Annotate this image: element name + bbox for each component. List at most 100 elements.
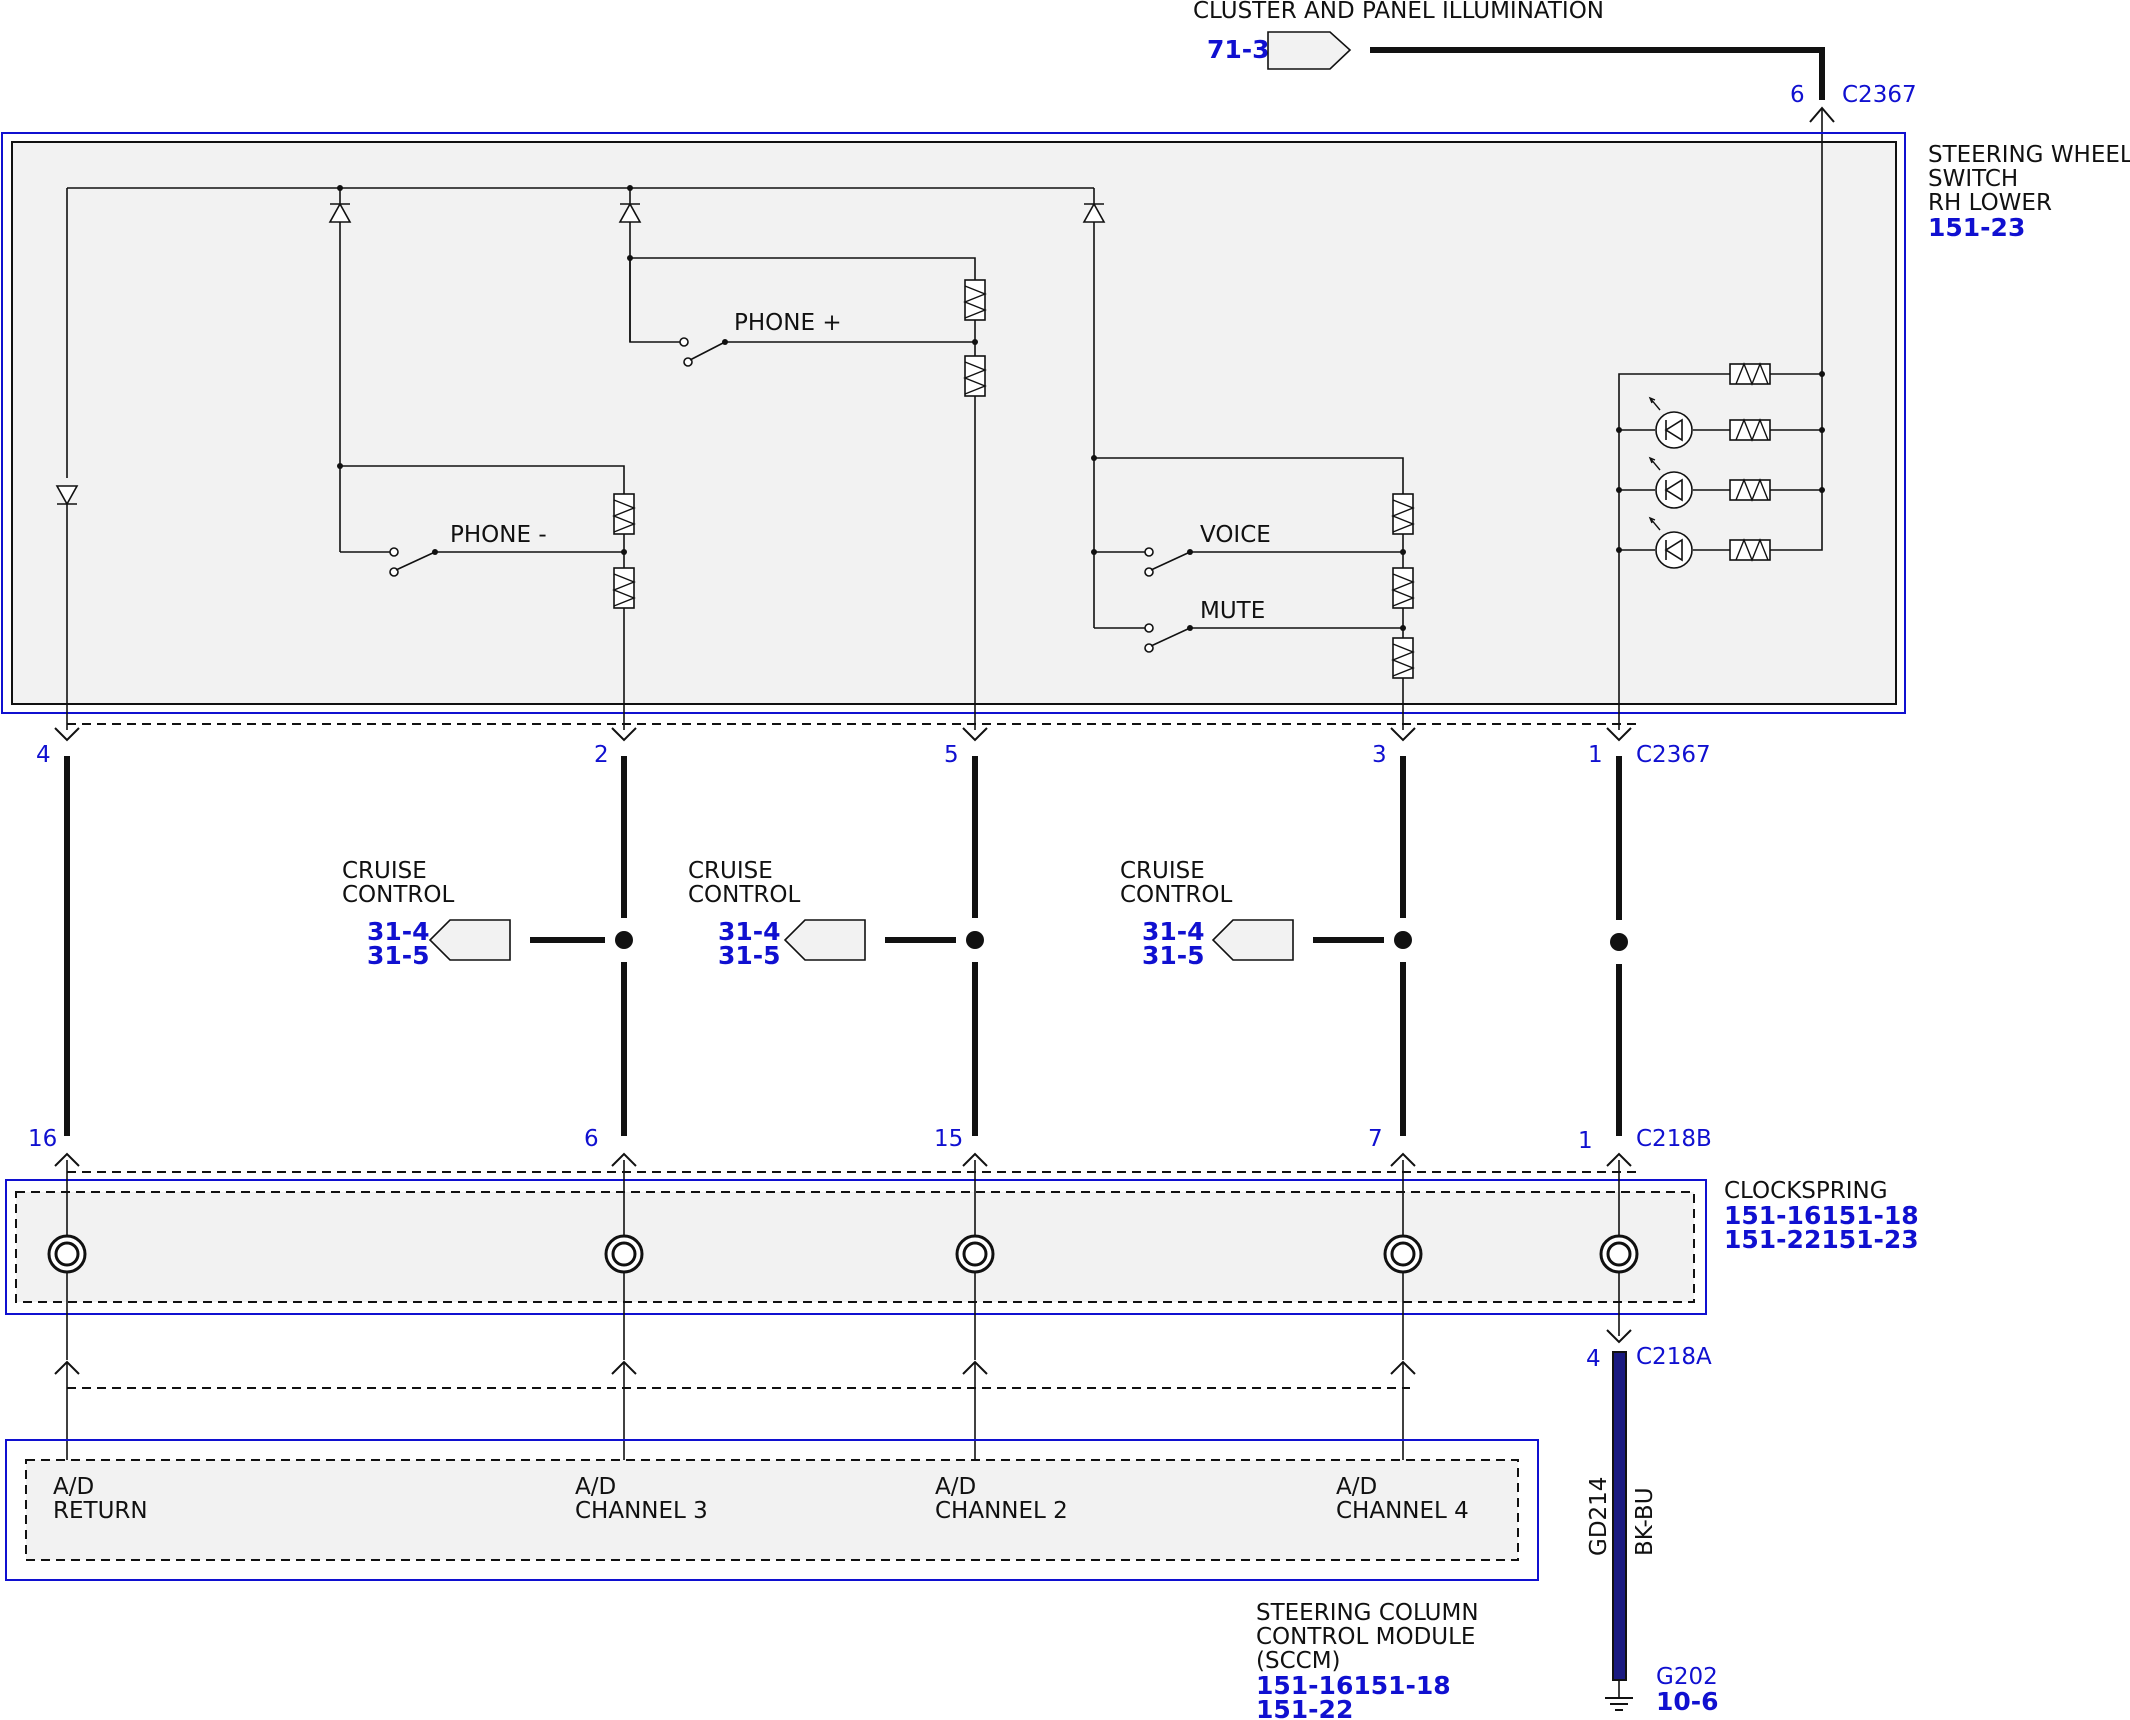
c218b-pin-6: 6: [584, 1126, 599, 1152]
c218b-name: C218B: [1636, 1126, 1712, 1152]
led-3-icon: [1616, 516, 1771, 569]
svg-text:CONTROL: CONTROL: [1120, 882, 1233, 908]
resistor-voice-2-icon: [1391, 567, 1415, 609]
ground-name: G202: [1656, 1664, 1718, 1690]
voice-switch[interactable]: [1144, 547, 1403, 577]
sccm-title-line1: STEERING COLUMN: [1256, 1600, 1479, 1626]
svg-text:31-4: 31-4: [718, 917, 781, 946]
switch-module-ref[interactable]: 151-23: [1928, 213, 2025, 242]
resistor-phone-minus-1-icon: [612, 493, 636, 535]
svg-text:31-5: 31-5: [1142, 941, 1205, 970]
sccm-ref-2[interactable]: 151-22: [1256, 1695, 1353, 1720]
sccm-frame: [5, 1439, 1539, 1581]
svg-text:CONTROL: CONTROL: [688, 882, 801, 908]
phone-minus-switch[interactable]: [389, 547, 624, 577]
mute-switch[interactable]: [1144, 623, 1403, 653]
resistor-phone-plus-2-icon: [963, 355, 987, 397]
phone-plus-label: PHONE +: [734, 310, 842, 336]
sccm-ref-1[interactable]: 151-16151-18: [1256, 1671, 1451, 1700]
clockspring-coils-icon: [47, 1160, 1639, 1360]
c2367-pin-5: 5: [944, 742, 959, 768]
ground-wire-circuit: GD214: [1586, 1477, 1612, 1556]
sccm-pin-ch2-line1: A/D: [935, 1474, 976, 1500]
c218a-name: C218A: [1636, 1344, 1712, 1370]
clockspring-title: CLOCKSPRING: [1724, 1178, 1888, 1204]
c2367-pin-symbols: [54, 727, 1632, 741]
c218b-pin-15: 15: [934, 1126, 963, 1152]
cruise-ref-2[interactable]: CRUISE CONTROL 31-4 31-5: [688, 858, 956, 970]
mute-label: MUTE: [1200, 598, 1265, 624]
phone-plus-switch[interactable]: [679, 337, 975, 367]
svg-text:CRUISE: CRUISE: [688, 858, 773, 884]
phone-plus-wire-a: [630, 257, 976, 280]
ground-wire-color: BK-BU: [1632, 1487, 1658, 1556]
c2367-pin-2: 2: [594, 742, 609, 768]
clockspring-body: [15, 1191, 1695, 1303]
sccm-title-line3: (SCCM): [1256, 1648, 1341, 1674]
svg-text:31-4: 31-4: [367, 917, 430, 946]
splice-1: [615, 931, 633, 949]
c2367-pin-4: 4: [36, 742, 51, 768]
switch-module-body: [11, 141, 1897, 705]
svg-text:CONTROL: CONTROL: [342, 882, 455, 908]
resistor-mute-icon: [1391, 637, 1415, 679]
switch-module-line-2: SWITCH: [1928, 166, 2018, 192]
clockspring-ref-1[interactable]: 151-16151-18: [1724, 1201, 1919, 1230]
svg-text:31-5: 31-5: [367, 941, 430, 970]
c218a-pin-symbols: [54, 1329, 1632, 1375]
c218b-pin-7: 7: [1368, 1126, 1383, 1152]
splice-4: [1610, 933, 1628, 951]
switch-module-line-1: STEERING WHEEL: [1928, 142, 2130, 168]
diode-left-icon: [55, 188, 79, 730]
c218b-pin-16: 16: [28, 1126, 57, 1152]
illumination-ref[interactable]: 71-3: [1207, 35, 1270, 64]
cruise-ref-1[interactable]: CRUISE CONTROL 31-4 31-5: [342, 858, 605, 970]
sccm-pin-ch3-line2: CHANNEL 3: [575, 1498, 708, 1524]
sccm-pin-return-line2: RETURN: [53, 1498, 148, 1524]
voice-label: VOICE: [1200, 522, 1271, 548]
svg-text:CRUISE: CRUISE: [342, 858, 427, 884]
cruise-ref-3[interactable]: CRUISE CONTROL 31-4 31-5: [1120, 858, 1384, 970]
clockspring-frame: [5, 1179, 1707, 1315]
clockspring-ref-2[interactable]: 151-22151-23: [1724, 1225, 1919, 1254]
led-2-icon: [1616, 456, 1825, 509]
illumination-wire: [1370, 47, 1825, 100]
switch-module-frame: [1, 132, 1906, 714]
diode-voice-mute-icon: [1082, 188, 1106, 628]
phone-plus-wire-b: [629, 258, 680, 343]
c2367-bottom-name: C2367: [1636, 742, 1711, 768]
sccm-wires: [66, 1362, 1404, 1460]
sccm-pin-return-line1: A/D: [53, 1474, 94, 1500]
led-1-icon: [1616, 396, 1825, 449]
c2367-pin-1: 1: [1588, 742, 1603, 768]
ground-icon: [1605, 1680, 1633, 1711]
phone-minus-label: PHONE -: [450, 522, 547, 548]
sccm-pin-ch3-line1: A/D: [575, 1474, 616, 1500]
illumination-return-wire: [1618, 373, 1822, 730]
switch-module-line-3: RH LOWER: [1928, 190, 2052, 216]
phone-minus-wire: [340, 465, 625, 494]
resistor-phone-plus-1-icon: [963, 279, 987, 321]
voice-mute-wire: [1094, 457, 1404, 494]
ground-wire: [1612, 1351, 1627, 1681]
c2367-top-pin: 6: [1790, 82, 1805, 108]
c218b-pin-1: 1: [1578, 1128, 1593, 1154]
splice-3: [1394, 931, 1412, 949]
c218a-pin-4: 4: [1586, 1346, 1601, 1372]
c2367-pin-3: 3: [1372, 742, 1387, 768]
harness-wires: [64, 756, 1622, 1136]
resistor-phone-minus-2-icon: [612, 567, 636, 609]
ground-ref[interactable]: 10-6: [1656, 1687, 1719, 1716]
sccm-pin-ch4-line2: CHANNEL 4: [1336, 1498, 1469, 1524]
resistor-voice-1-icon: [1391, 493, 1415, 535]
resistor-illum-top-icon: [1729, 362, 1771, 386]
illumination-internal-wire: [1770, 140, 1823, 551]
svg-text:CRUISE: CRUISE: [1120, 858, 1205, 884]
sccm-pin-ch2-line2: CHANNEL 2: [935, 1498, 1068, 1524]
svg-text:31-5: 31-5: [718, 941, 781, 970]
svg-text:31-4: 31-4: [1142, 917, 1205, 946]
splice-2: [966, 931, 984, 949]
illumination-connector-symbol: [1267, 31, 1352, 70]
sccm-title-line2: CONTROL MODULE: [1256, 1624, 1475, 1650]
